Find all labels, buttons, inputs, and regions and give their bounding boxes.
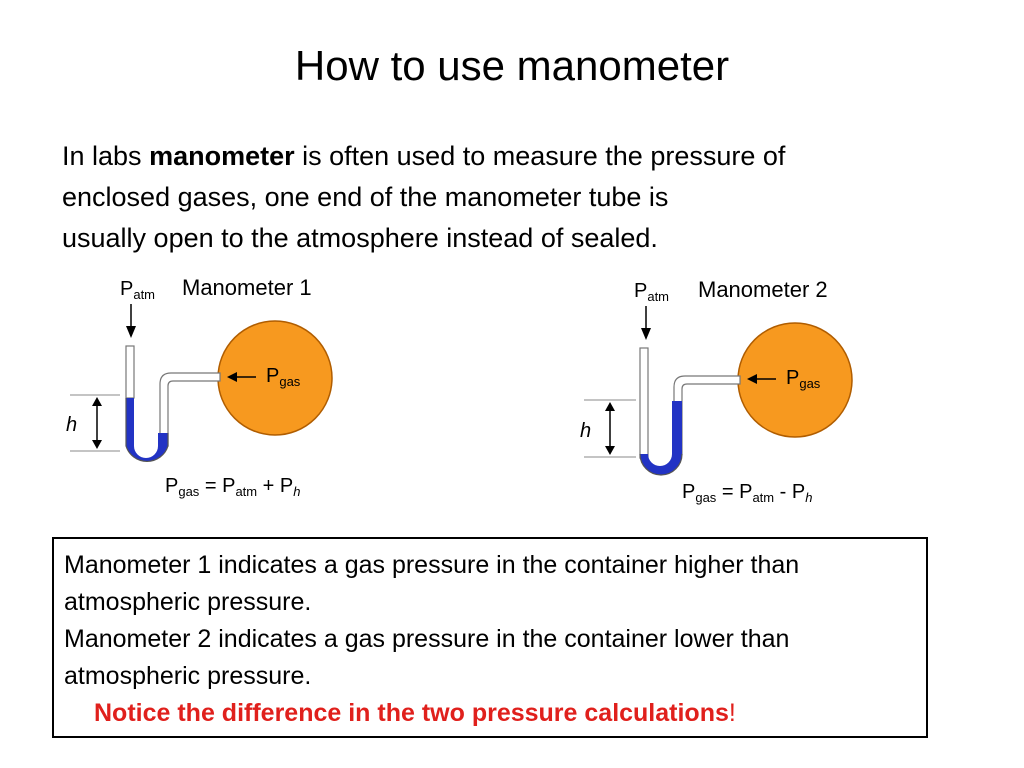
intro-line-2: enclosed gases, one end of the manometer… [62, 182, 669, 212]
h-arrow-up [605, 402, 615, 411]
manometer-2-name: Manometer 2 [698, 277, 828, 302]
pgas-arrow-head [227, 372, 237, 382]
manometer-2-equation: Pgas = Patm - Ph [682, 481, 812, 505]
manometer-1-svg: Patm Manometer 1 Pgas h Pgas = Patm + Ph [66, 275, 333, 499]
explanation-box: Manometer 1 indicates a gas pressure in … [52, 537, 928, 738]
patm-arrow-head [126, 326, 136, 338]
slide-title: How to use manometer [294, 42, 730, 89]
h-label: h [66, 414, 77, 436]
note-line-4: atmospheric pressure. [64, 662, 312, 690]
intro-line-1: In labs manometer is often used to measu… [62, 136, 942, 177]
manometer-1-diagram: Patm Manometer 1 Pgas h Pgas = Patm + Ph [60, 268, 360, 513]
intro-text: In labs [62, 141, 150, 171]
manometer-1-equation: Pgas = Patm + Ph [165, 475, 301, 499]
notice-callout: Notice the difference in the two pressur… [64, 695, 926, 732]
patm-label: Patm [634, 280, 669, 304]
open-tube [639, 347, 649, 459]
notice-exclamation: ! [728, 699, 736, 727]
intro-keyword: manometer [149, 141, 295, 171]
h-label: h [580, 420, 591, 442]
patm-label: Patm [120, 278, 155, 302]
intro-text: is often used to measure the pressure of [294, 141, 786, 171]
notice-text: Notice the difference in the two pressur… [94, 699, 729, 727]
u-tube-outline [639, 453, 683, 476]
manometer-1-name: Manometer 1 [182, 275, 312, 300]
connecting-tube [673, 375, 741, 455]
open-tube [125, 345, 135, 399]
note-line-3: Manometer 2 indicates a gas pressure in … [64, 625, 790, 653]
pgas-label: Pgas [786, 367, 821, 391]
note-line-2: atmospheric pressure. [64, 588, 312, 616]
h-arrow-up [92, 397, 102, 406]
intro-line-3: usually open to the atmosphere instead o… [62, 223, 658, 253]
note-line-1: Manometer 1 indicates a gas pressure in … [64, 551, 800, 579]
manometer-2-diagram: Patm Manometer 2 Pgas h Pgas = Patm - Ph [574, 268, 874, 513]
pgas-label: Pgas [266, 365, 301, 389]
patm-arrow-head [641, 328, 651, 340]
h-arrow-down [92, 440, 102, 449]
u-tube-outline [125, 398, 169, 462]
h-arrow-down [605, 446, 615, 455]
manometer-fluid [126, 398, 168, 462]
connecting-tube [159, 372, 221, 447]
pgas-arrow-head [747, 374, 757, 384]
intro-paragraph: In labs manometer is often used to measu… [62, 136, 942, 259]
manometer-fluid [640, 401, 682, 475]
manometer-2-svg: Patm Manometer 2 Pgas h Pgas = Patm - Ph [580, 277, 853, 505]
